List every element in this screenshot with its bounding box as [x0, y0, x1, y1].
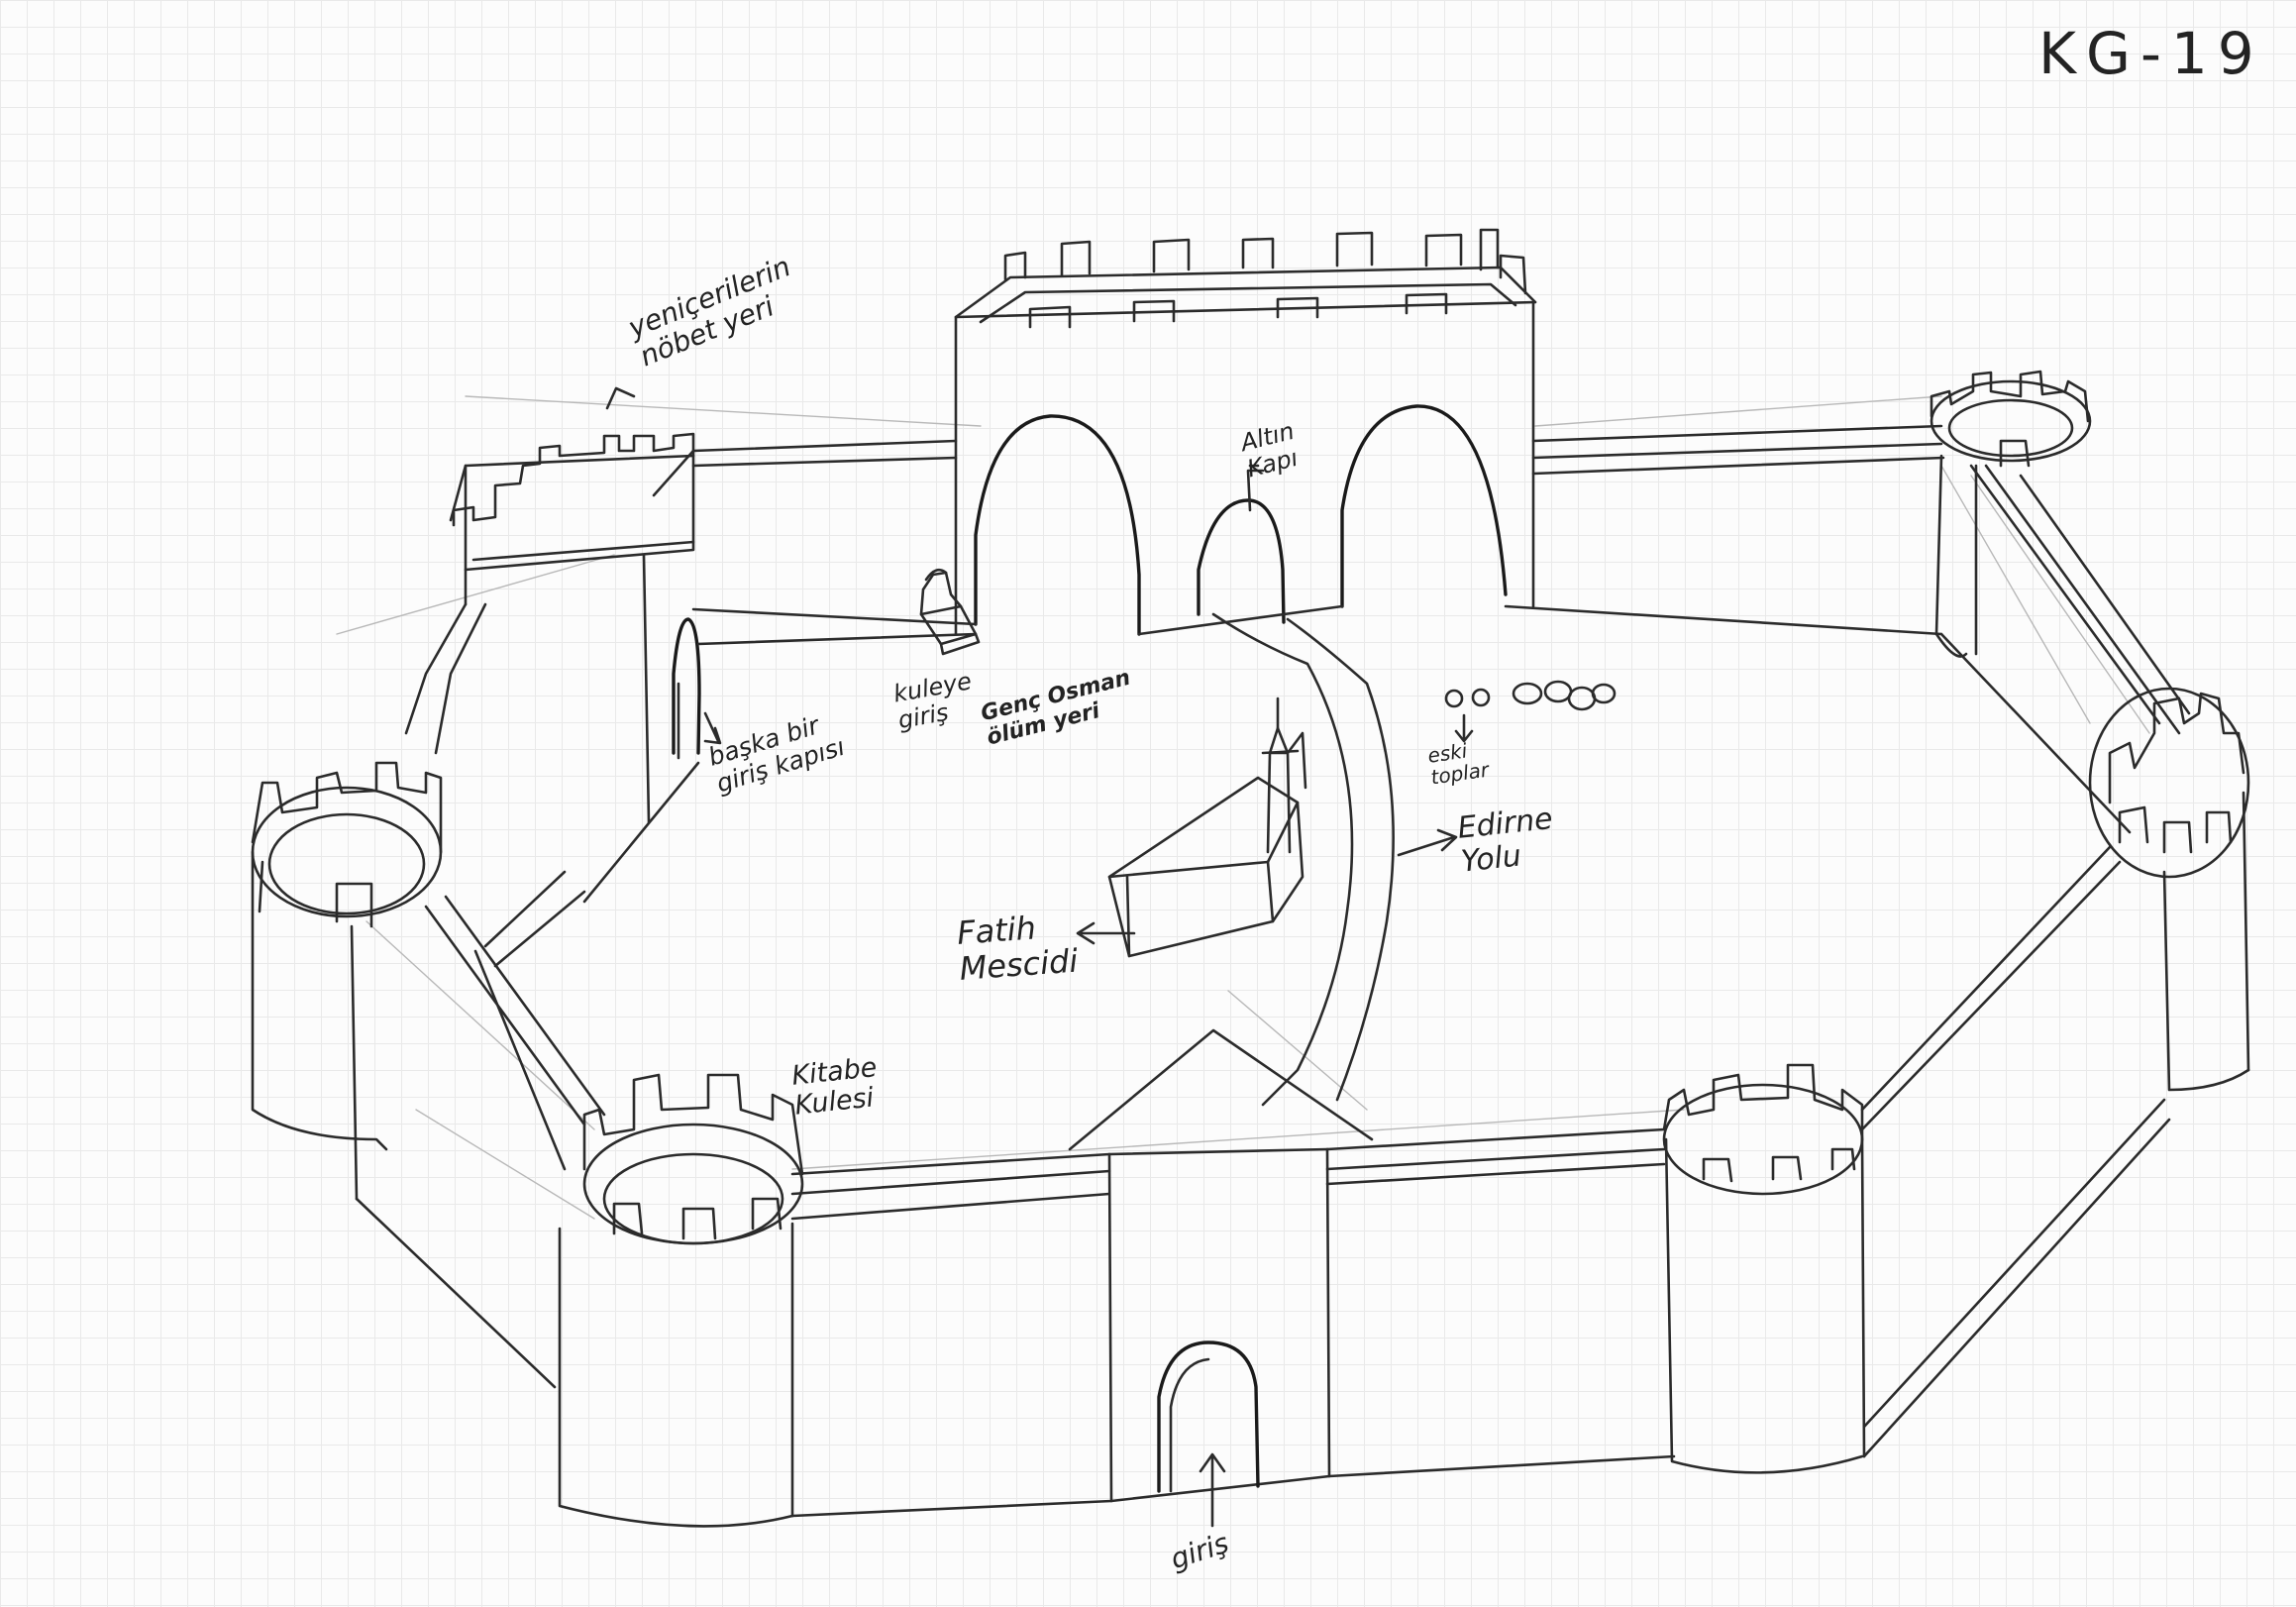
right-lower-wall [1862, 847, 2169, 1456]
left-lower-wall [357, 763, 698, 1387]
front-right-tower [1664, 1065, 1864, 1472]
fatih-mescidi [1109, 698, 1305, 956]
tower-entrance-icon [921, 570, 979, 654]
front-gatehouse [792, 1030, 1674, 1516]
guard-post-tower [451, 434, 699, 822]
kitabe-tower [560, 1075, 802, 1526]
label-old-cannons: eski toplar [1426, 737, 1490, 790]
pencil-guidelines [337, 396, 2149, 1219]
label-fatih-mescidi: Fatih Mescidi [956, 909, 1079, 988]
left-upper-wall [406, 604, 1941, 753]
old-cannons [1446, 682, 1615, 709]
right-round-tower [2090, 689, 2248, 1090]
label-kitabe-kulesi: Kitabe Kulesi [790, 1053, 882, 1122]
sheet-code: KG-19 [2038, 22, 2264, 86]
edirne-road [1213, 614, 1394, 1105]
right-upper-wall [1941, 466, 2189, 832]
left-round-tower [253, 763, 441, 1199]
label-edirne-road: Edirne Yolu [1456, 803, 1558, 879]
